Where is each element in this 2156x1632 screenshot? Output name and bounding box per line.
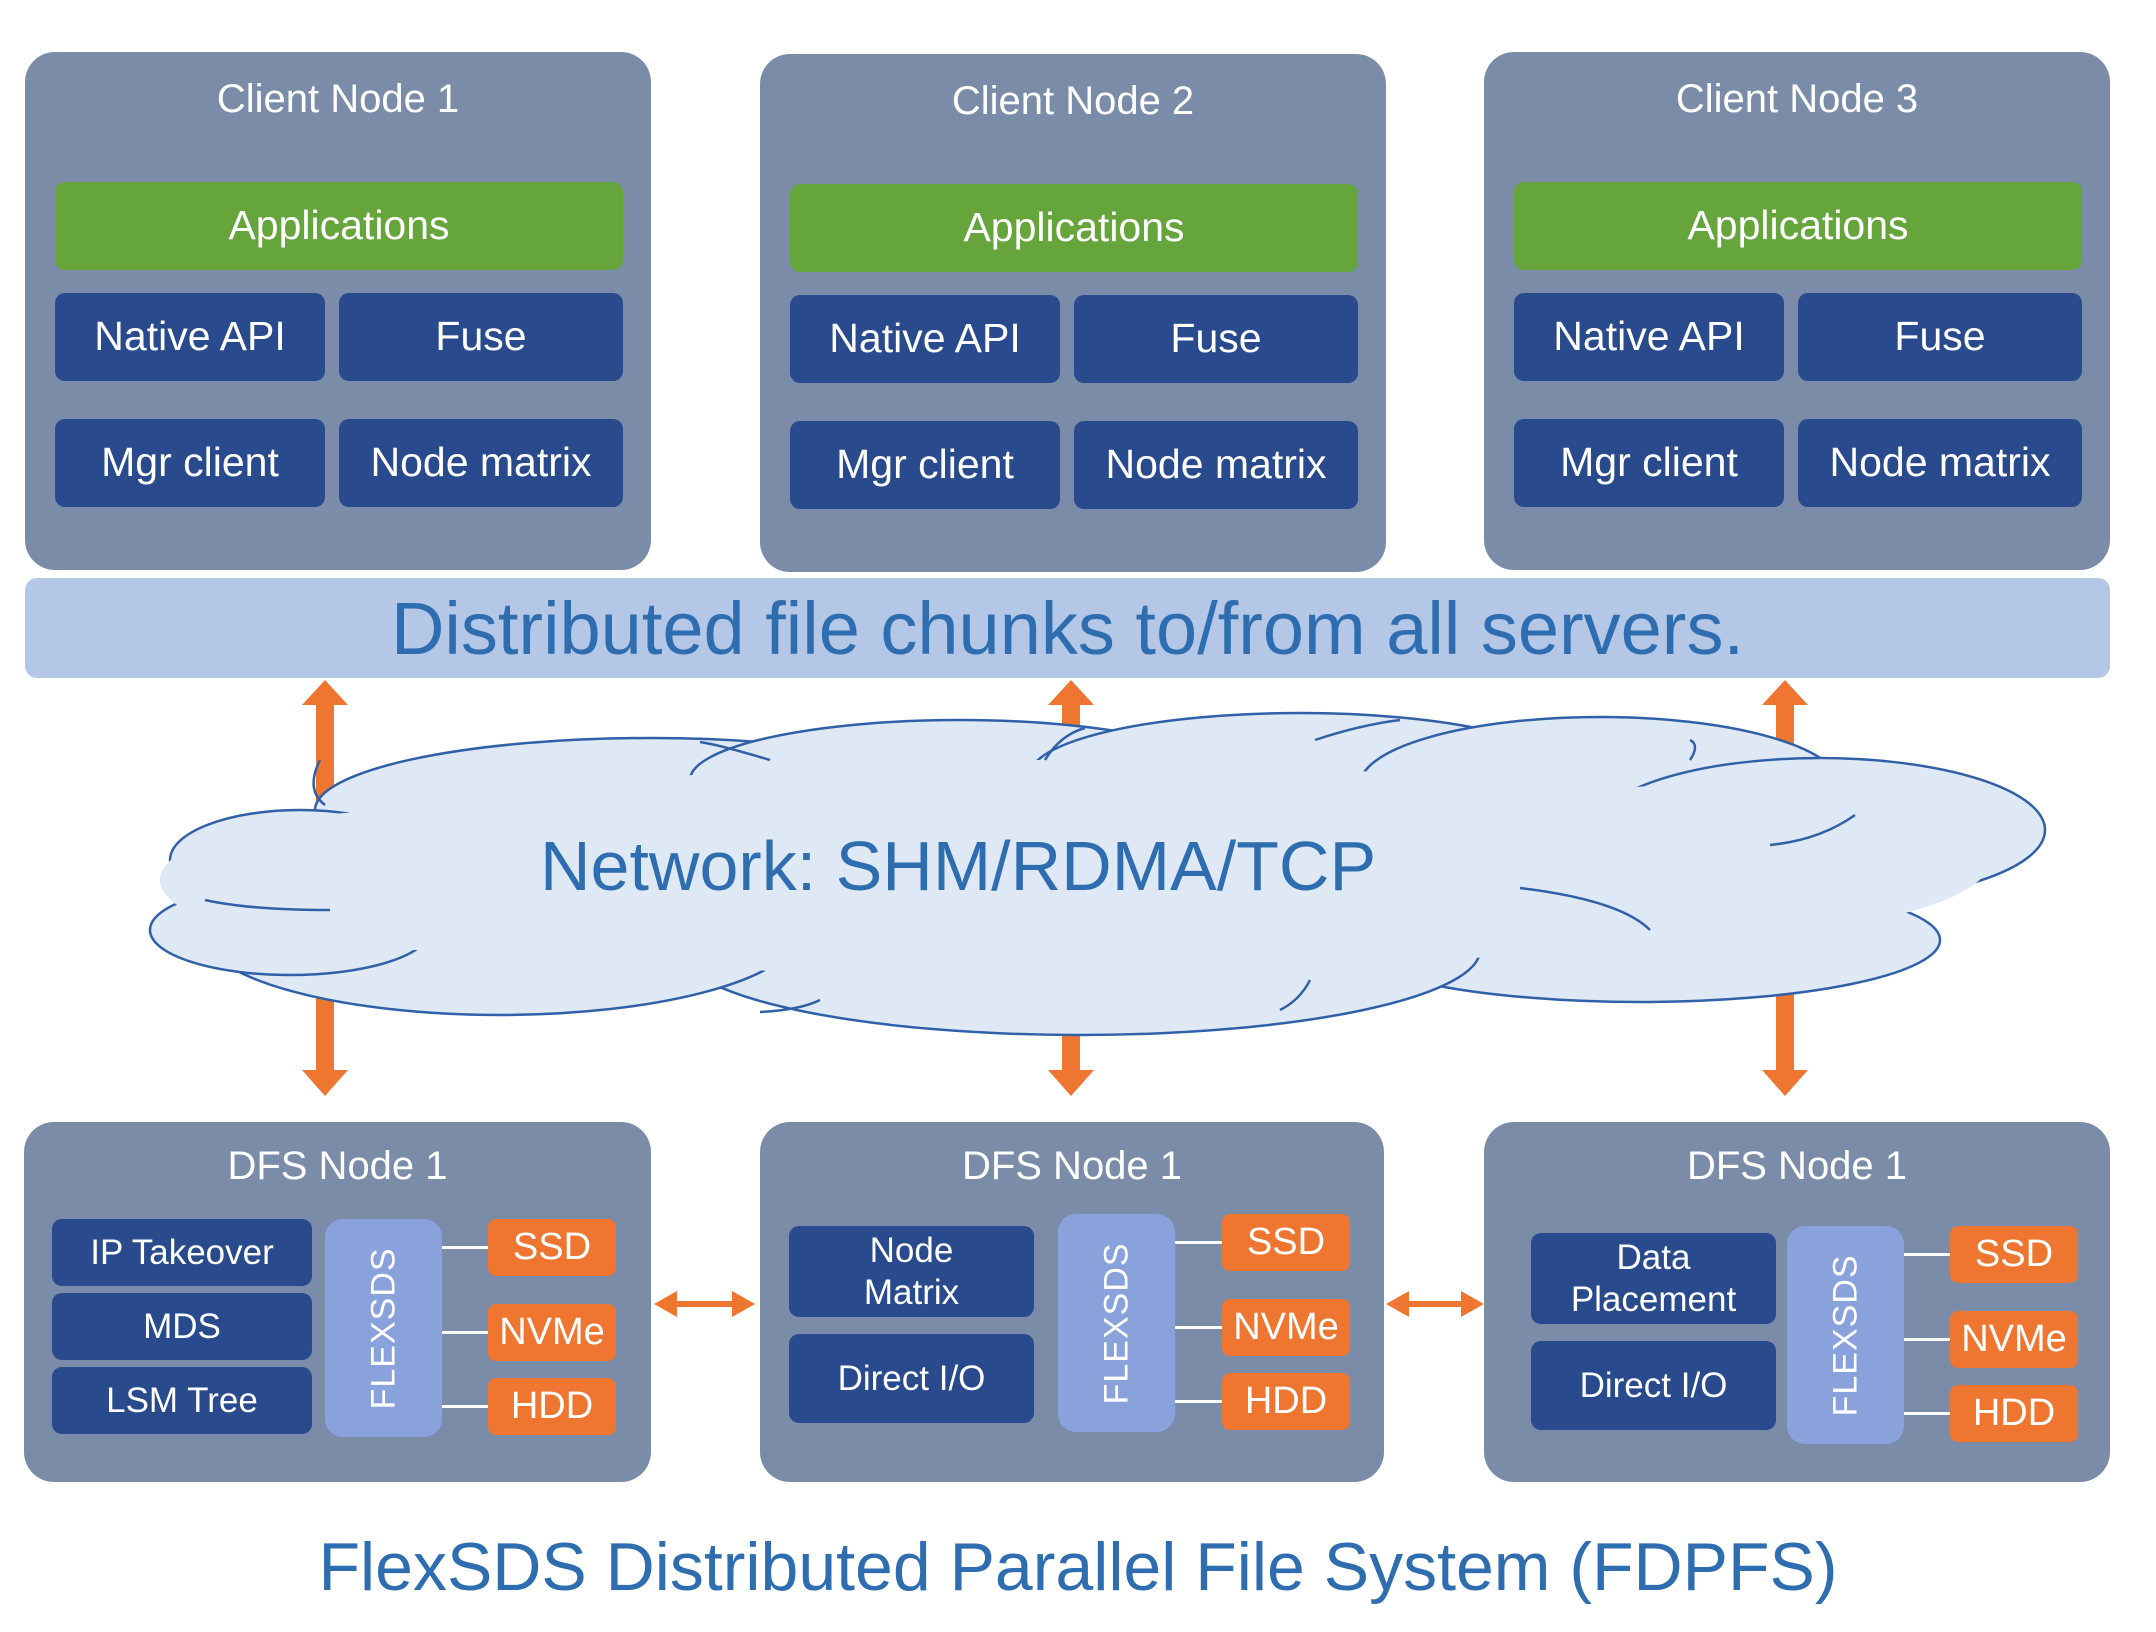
network-label: Network: SHM/RDMA/TCP [540,827,1377,905]
applications-box: Applications [55,182,623,270]
nvme-box: NVMe [1222,1299,1350,1356]
hdd-box: HDD [1222,1373,1350,1430]
mgr-client-box: Mgr client [55,419,325,507]
connector-line [1904,1338,1950,1341]
client-node-3: Client Node 3 Applications Native API Fu… [1484,52,2110,570]
horizontal-arrow-2 [1386,1291,1484,1317]
connector-line [442,1405,488,1408]
connector-line [1175,1400,1223,1403]
fuse-box: Fuse [1074,295,1358,383]
flexsds-box: FLEXSDS [1058,1214,1175,1432]
lsm-tree-box: LSM Tree [52,1367,312,1434]
mgr-client-box: Mgr client [790,421,1060,509]
node-matrix-box: Node matrix [1074,421,1358,509]
ip-takeover-box: IP Takeover [52,1219,312,1286]
connector-line [442,1331,488,1334]
connector-line [1904,1253,1950,1256]
hdd-box: HDD [1950,1385,2078,1442]
data-placement-box: Data Placement [1531,1233,1776,1324]
fuse-box: Fuse [339,293,623,381]
ssd-box: SSD [1950,1226,2078,1283]
mds-box: MDS [52,1293,312,1360]
node-matrix-box: Node matrix [339,419,623,507]
mgr-client-box: Mgr client [1514,419,1784,507]
nvme-box: NVMe [488,1304,616,1361]
hdd-box: HDD [488,1378,616,1435]
connector-line [442,1246,488,1249]
dfs-node-title: DFS Node 1 [961,1144,1183,1188]
connector-line [1904,1412,1950,1415]
flexsds-box: FLEXSDS [325,1219,442,1437]
native-api-box: Native API [55,293,325,381]
ssd-box: SSD [488,1219,616,1276]
client-node-title: Client Node 1 [216,77,460,121]
direct-io-box: Direct I/O [789,1334,1034,1423]
node-matrix-module-box: Node Matrix [789,1226,1034,1317]
dfs-node-title: DFS Node 1 [227,1144,448,1188]
native-api-box: Native API [790,295,1060,383]
connector-line [1175,1241,1223,1244]
node-matrix-box: Node matrix [1798,419,2082,507]
dfs-node-2: DFS Node 1 Node Matrix Direct I/O FLEXSD… [760,1122,1384,1482]
direct-io-box: Direct I/O [1531,1341,1776,1430]
footer-title: FlexSDS Distributed Parallel File System… [318,1529,1838,1605]
applications-box: Applications [790,184,1358,272]
horizontal-arrow-1 [654,1291,755,1317]
client-node-1: Client Node 1 Applications Native API Fu… [25,52,651,570]
client-node-2: Client Node 2 Applications Native API Fu… [760,54,1386,572]
dfs-node-3: DFS Node 1 Data Placement Direct I/O FLE… [1484,1122,2110,1482]
client-node-title: Client Node 3 [1675,77,1919,121]
client-node-title: Client Node 2 [951,79,1195,123]
dfs-node-title: DFS Node 1 [1686,1144,1908,1188]
applications-box: Applications [1514,182,2082,270]
fuse-box: Fuse [1798,293,2082,381]
native-api-box: Native API [1514,293,1784,381]
ssd-box: SSD [1222,1214,1350,1271]
flexsds-box: FLEXSDS [1787,1226,1904,1444]
distribution-band: Distributed file chunks to/from all serv… [25,578,2110,678]
nvme-box: NVMe [1950,1311,2078,1368]
connector-line [1175,1326,1223,1329]
dfs-node-1: DFS Node 1 IP Takeover MDS LSM Tree FLEX… [24,1122,651,1482]
